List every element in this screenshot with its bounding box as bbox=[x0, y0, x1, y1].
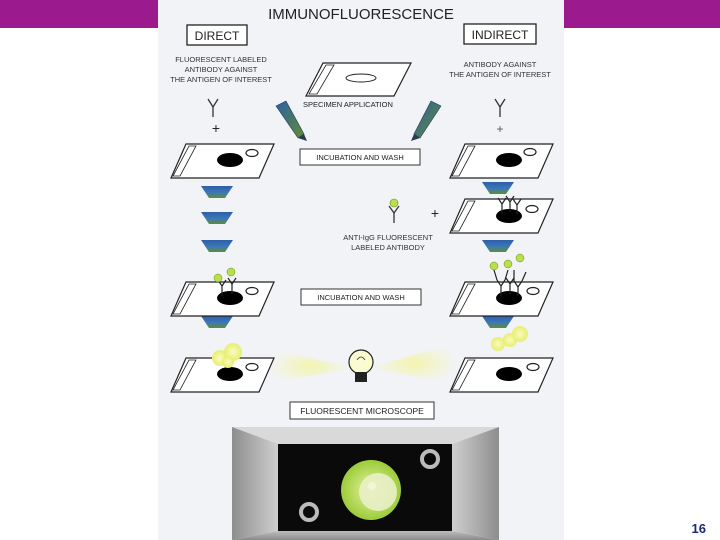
anti-igg-caption-line-1: ANTI-IgG FLUORESCENT bbox=[343, 233, 433, 242]
indirect-caption-line-2: THE ANTIGEN OF INTEREST bbox=[449, 70, 551, 79]
specimen-slide bbox=[305, 62, 412, 97]
title-bar-left bbox=[0, 0, 158, 28]
pipette-left-icon bbox=[275, 100, 307, 141]
anti-igg-antibody-icon bbox=[388, 198, 400, 223]
direct-arrow-2 bbox=[201, 212, 233, 224]
incubation-wash-label-1: INCUBATION AND WASH bbox=[316, 153, 404, 162]
light-bulb-icon bbox=[348, 349, 374, 382]
indirect-antibody-icon bbox=[494, 98, 506, 117]
indirect-arrow-3 bbox=[482, 316, 514, 328]
direct-slide-2 bbox=[170, 267, 275, 317]
immunofluorescence-figure: IMMUNOFLUORESCENCE DIRECT INDIRECT FLUOR… bbox=[158, 0, 564, 540]
direct-label-box bbox=[186, 24, 248, 46]
light-beam-left bbox=[268, 348, 353, 384]
indirect-caption-line-1: ANTIBODY AGAINST bbox=[464, 60, 537, 69]
indirect-slide-2 bbox=[449, 195, 554, 234]
direct-label: DIRECT bbox=[195, 29, 240, 43]
direct-slide-3 bbox=[170, 343, 275, 393]
indirect-plus: + bbox=[496, 122, 503, 136]
light-beam-right bbox=[369, 342, 458, 384]
incubation-wash-label-2: INCUBATION AND WASH bbox=[317, 293, 405, 302]
indirect-label-box bbox=[463, 23, 537, 45]
microscope-label-box bbox=[289, 401, 435, 420]
indirect-arrow-1 bbox=[482, 182, 514, 194]
indirect-slide-1 bbox=[449, 143, 554, 179]
direct-antibody-icon bbox=[207, 98, 219, 117]
direct-caption-line-1: FLUORESCENT LABELED bbox=[175, 55, 267, 64]
direct-arrow-1 bbox=[201, 186, 233, 198]
direct-slide-1 bbox=[170, 143, 275, 179]
direct-caption-line-2: ANTIBODY AGAINST bbox=[185, 65, 258, 74]
page-number: 16 bbox=[691, 521, 706, 536]
direct-caption-line-3: THE ANTIGEN OF INTEREST bbox=[170, 75, 272, 84]
incubation-wash-box-2 bbox=[300, 288, 422, 306]
direct-arrow-3 bbox=[201, 240, 233, 252]
microscope-label: FLUORESCENT MICROSCOPE bbox=[300, 406, 424, 416]
indirect-slide-4 bbox=[449, 326, 554, 393]
indirect-label: INDIRECT bbox=[472, 28, 529, 42]
anti-igg-plus: + bbox=[431, 205, 439, 221]
specimen-application-label: SPECIMEN APPLICATION bbox=[303, 100, 393, 109]
direct-arrow-4 bbox=[201, 316, 233, 328]
incubation-wash-box-1 bbox=[299, 148, 421, 166]
title-bar-right bbox=[564, 0, 720, 28]
pipette-right-icon bbox=[411, 100, 442, 141]
direct-plus: + bbox=[212, 120, 220, 136]
figure-title: IMMUNOFLUORESCENCE bbox=[268, 6, 454, 23]
cell-ring-top-right bbox=[420, 449, 440, 469]
fluorescent-cell bbox=[341, 460, 401, 520]
anti-igg-caption-line-2: LABELED ANTIBODY bbox=[351, 243, 425, 252]
cell-ring-bottom-left bbox=[299, 502, 319, 522]
indirect-slide-3 bbox=[449, 253, 554, 317]
indirect-arrow-2 bbox=[482, 240, 514, 252]
